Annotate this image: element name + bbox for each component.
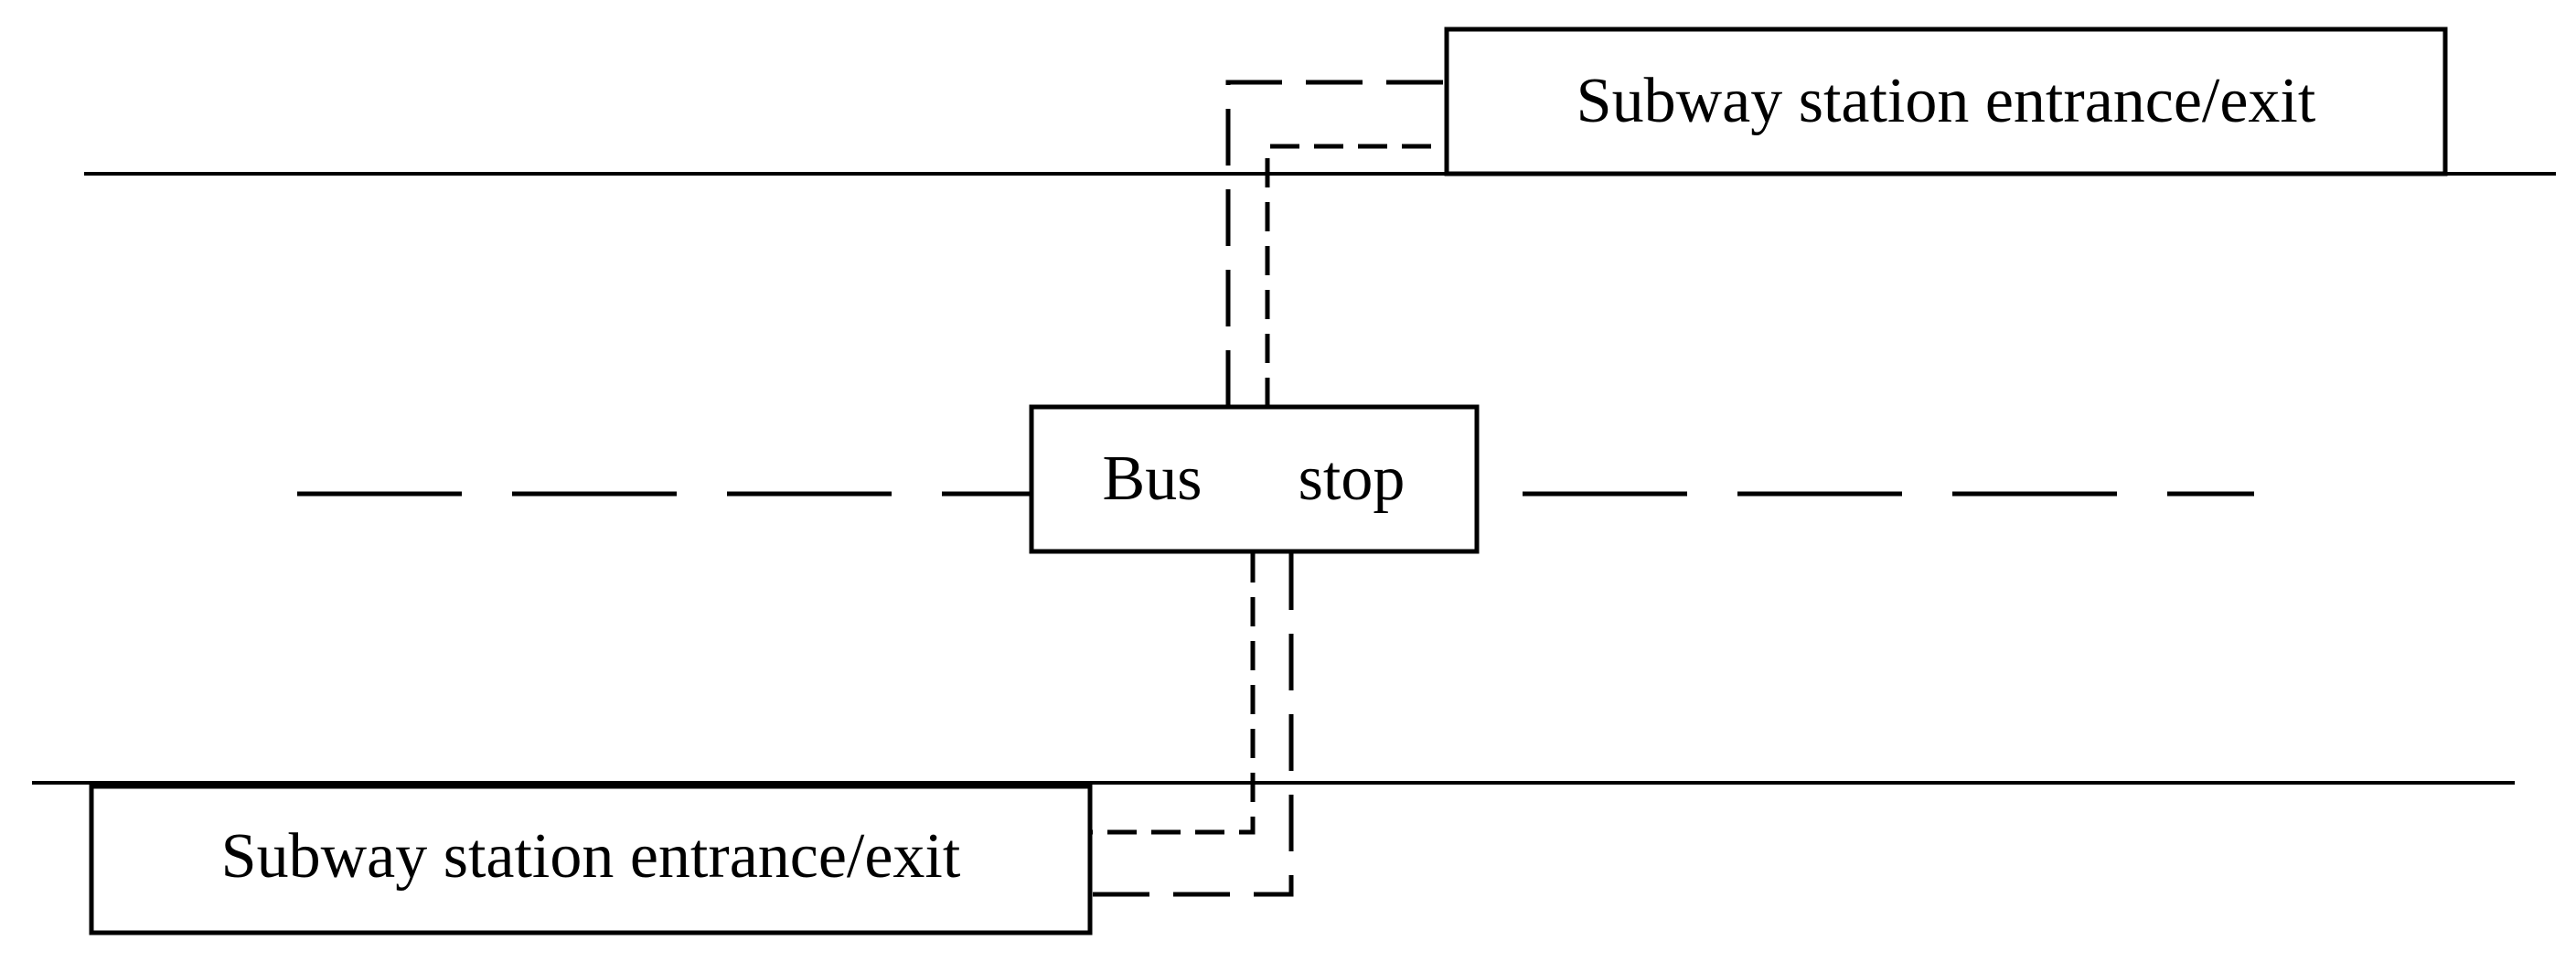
- walk-route-upper-outer: [1225, 80, 1447, 407]
- subway-entrance-top-label: Subway station entrance/exit: [1577, 66, 2316, 136]
- walk-route-lower-outer: [1090, 553, 1294, 897]
- subway-entrance-bottom-box: [89, 784, 1093, 935]
- walk-route-lower-inner: [1090, 553, 1256, 835]
- subway-entrance-top-box: [1444, 27, 2448, 176]
- walk-route-upper-inner: [1265, 144, 1447, 407]
- bus-stop-label-stop: stop: [1299, 444, 1406, 514]
- bus-stop-box: [1029, 404, 1480, 554]
- subway-entrance-bottom-label: Subway station entrance/exit: [221, 821, 961, 892]
- bus-stop-label-bus: Bus: [1103, 444, 1202, 514]
